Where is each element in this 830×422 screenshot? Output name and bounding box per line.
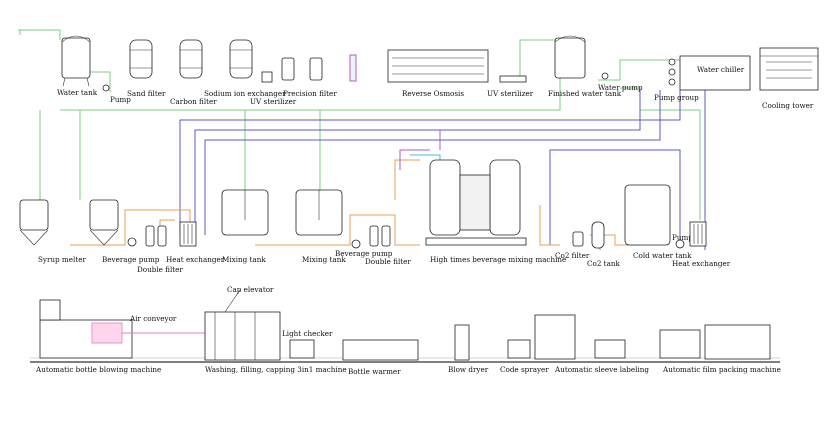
syrup-pipes [179, 90, 706, 250]
blow-dryer: Blow dryer [448, 324, 489, 374]
flow-meter [349, 54, 357, 82]
water-pump-label: Water pump [598, 83, 643, 92]
heat-exchanger-2: Heat exchanger [672, 221, 731, 268]
blow-molding-label: Automatic bottle blowing machine [35, 365, 161, 374]
syrup-melter-label: Syrup melter [38, 255, 86, 264]
film-packing-machine: Automatic film packing machine [659, 324, 781, 374]
pump-group: Pump group [654, 58, 699, 102]
co2-filter-label: Co2 filter [555, 251, 590, 260]
precision-filter-label: Precision filter [283, 89, 337, 98]
pump-1: Pump [102, 84, 131, 104]
cap-elevator-label: Cap elevator [227, 285, 274, 294]
code-sprayer: Code sprayer [500, 339, 549, 374]
beverage-pump-2-label: Beverage pump [335, 249, 393, 258]
reverse-osmosis-label: Reverse Osmosis [402, 89, 464, 98]
sand-filter-label: Sand filter [127, 89, 166, 98]
cold-water-tank-label: Cold water tank [633, 251, 692, 260]
cap-elevator: Cap elevator [224, 285, 274, 313]
film-packing-label: Automatic film packing machine [662, 365, 781, 374]
co2-tank-label: Co2 tank [587, 259, 620, 268]
water-tank: Water tank [57, 35, 98, 97]
cold-water-tank: Cold water tank [624, 184, 692, 260]
sodium-ion-exchanger-label: Sodium ion exchanger [204, 89, 286, 98]
blow-dryer-label: Blow dryer [448, 365, 489, 374]
code-sprayer-label: Code sprayer [500, 365, 549, 374]
co2-tank: Co2 tank [587, 221, 620, 268]
beverage-pump-2: Beverage pump [335, 239, 393, 258]
uv-sterilizer-1: UV sterilizer [250, 71, 297, 106]
washing-filling-label: Washing, filling, capping 3in1 machine [205, 365, 347, 374]
bottle-warmer: Bottle warmer [342, 339, 419, 376]
air-conveyor: Air conveyor [122, 314, 205, 334]
carbon-filter: Carbon filter [170, 39, 217, 106]
uv-sterilizer-1-label: UV sterilizer [250, 97, 297, 106]
precision-filter: Precision filter [281, 57, 337, 98]
mixing-tank-2-label: Mixing tank [302, 255, 346, 264]
high-times-mixing-label: High times beverage mixing machine [430, 255, 566, 264]
syrup-transfer-pipes [70, 159, 640, 246]
light-checker: Light checker [282, 329, 333, 359]
sodium-ion-exchanger: Sodium ion exchanger [204, 39, 286, 98]
double-filter-2-label: Double filter [365, 257, 411, 266]
mixing-tank-2: Mixing tank [295, 189, 346, 264]
pump-2: Pump [672, 233, 693, 249]
heat-exchanger-1: Heat exchanger [166, 221, 225, 264]
reverse-osmosis: Reverse Osmosis [387, 49, 489, 98]
blow-molding-machine: Automatic bottle blowing machine [35, 299, 161, 374]
syrup-melter: Syrup melter [19, 199, 119, 264]
high-times-mixing-machine: High times beverage mixing machine [425, 159, 566, 264]
mixing-tank-1: Mixing tank [221, 189, 269, 264]
washing-filling-capping-machine: Washing, filling, capping 3in1 machine [204, 311, 347, 374]
water-pump: Water pump [598, 72, 643, 92]
beverage-pump-1-label: Beverage pump [102, 255, 160, 264]
uv-sterilizer-2-label: UV sterilizer [487, 89, 534, 98]
double-filter-2: Double filter [365, 225, 411, 266]
mixing-tank-1-label: Mixing tank [222, 255, 266, 264]
double-filter-1: Double filter [137, 225, 183, 274]
uv-sterilizer-2: UV sterilizer [487, 75, 534, 98]
pump-group-label: Pump group [654, 93, 699, 102]
water-tank-label: Water tank [57, 88, 98, 97]
sand-filter: Sand filter [127, 39, 166, 98]
heat-exchanger-1-label: Heat exchanger [166, 255, 225, 264]
heat-exchanger-2-label: Heat exchanger [672, 259, 731, 268]
sleeve-labeling: Automatic sleeve labeling [534, 314, 649, 374]
pump-2-label: Pump [672, 233, 693, 242]
bottle-warmer-label: Bottle warmer [348, 367, 401, 376]
water-chiller-label: Water chiller [697, 65, 745, 74]
co2-filter: Co2 filter [555, 231, 590, 260]
pump-1-label: Pump [110, 95, 131, 104]
water-pipes [18, 29, 701, 220]
cooling-tower: Cooling tower [759, 47, 819, 110]
light-checker-label: Light checker [282, 329, 333, 338]
beverage-pump-1: Beverage pump [102, 237, 160, 264]
double-filter-1-label: Double filter [137, 265, 183, 274]
finished-water-tank: Finished water tank [548, 35, 622, 98]
sleeve-labeling-label: Automatic sleeve labeling [554, 365, 649, 374]
finished-water-tank-label: Finished water tank [548, 89, 622, 98]
cooling-tower-label: Cooling tower [762, 101, 814, 110]
water-chiller: Water chiller [679, 55, 751, 91]
carbon-filter-label: Carbon filter [170, 97, 217, 106]
air-conveyor-label: Air conveyor [129, 314, 177, 323]
